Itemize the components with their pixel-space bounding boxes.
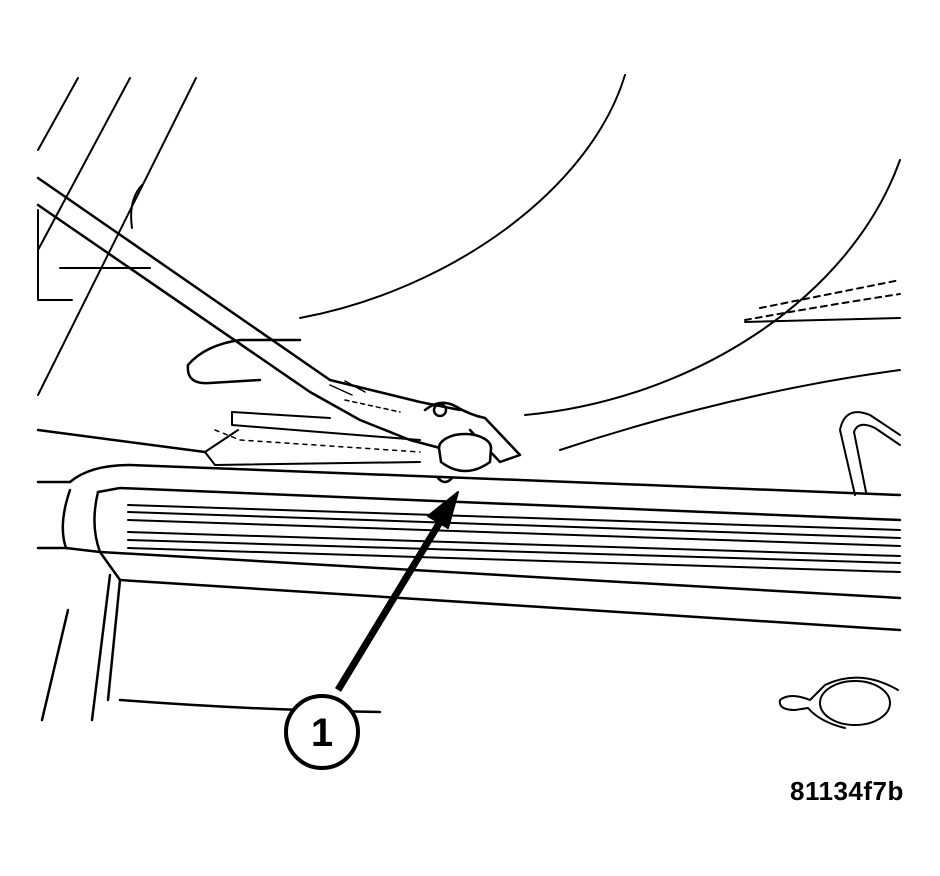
right-bracket <box>839 411 901 496</box>
callout-arrow <box>335 491 459 692</box>
callout-1: 1 <box>284 694 360 770</box>
panel-grooves <box>127 504 901 573</box>
background-panel-left <box>37 77 197 396</box>
cowl-bracket <box>204 411 421 466</box>
cowl-panel <box>36 428 902 722</box>
drain-hole <box>778 676 899 729</box>
wiper-arm <box>36 176 462 450</box>
tire-outline <box>299 74 901 416</box>
callout-number: 1 <box>311 711 333 755</box>
figure-id-label: 81134f7b <box>790 776 904 806</box>
panel-seam-right <box>559 279 901 451</box>
wiper-pivot-cap <box>423 401 522 484</box>
